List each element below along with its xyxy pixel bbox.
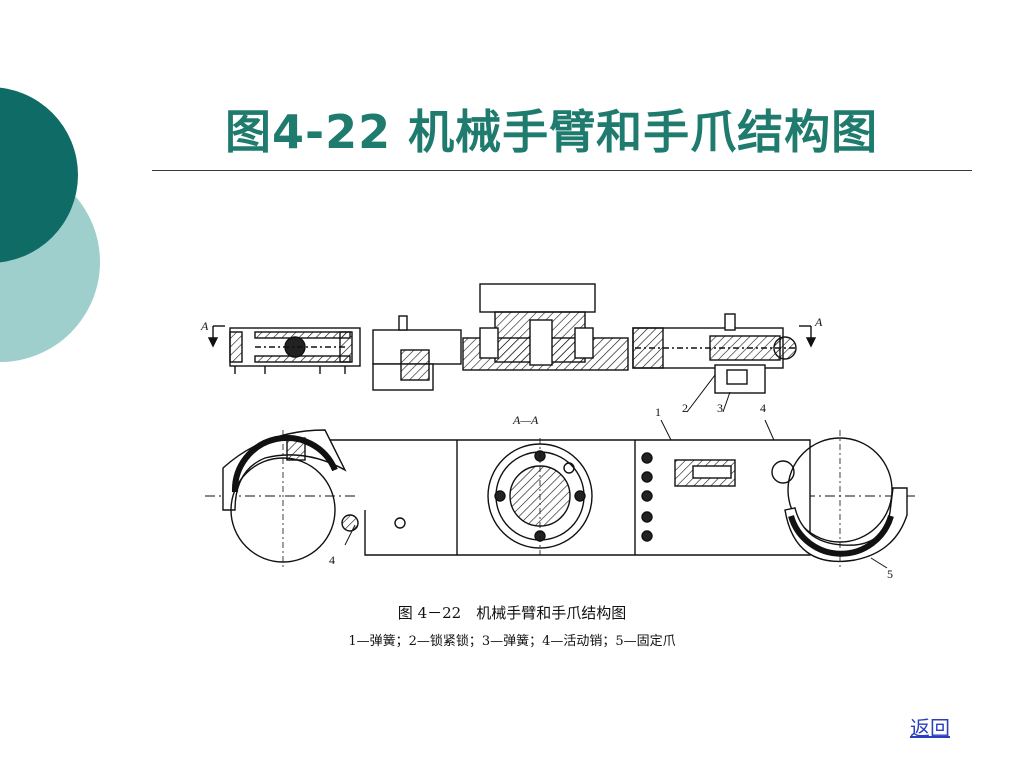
bottom-plan-view bbox=[205, 429, 917, 570]
section-a-left-label: A bbox=[200, 319, 209, 333]
figure-caption: 图 4－22 机械手臂和手爪结构图 bbox=[397, 604, 627, 622]
section-view-label: A—A bbox=[512, 413, 539, 427]
section-a-right-label: A bbox=[814, 315, 823, 329]
part-4-top-label: 4 bbox=[760, 401, 766, 415]
part-5-label: 5 bbox=[887, 567, 893, 581]
figure-legend: 1—弹簧；2—锁紧锁；3—弹簧；4—活动销；5—固定爪 bbox=[348, 634, 676, 649]
part-1-label: 1 bbox=[655, 405, 661, 419]
part-2-label: 2 bbox=[682, 401, 688, 415]
title-divider bbox=[152, 170, 972, 171]
top-section-view bbox=[207, 283, 817, 394]
arm-gripper-drawing: A A A—A 1 2 3 4 4 5 bbox=[200, 283, 917, 581]
slide-title: 图4-22 机械手臂和手爪结构图 bbox=[225, 105, 879, 159]
dark-teal-circle bbox=[0, 87, 78, 263]
part-3-label: 3 bbox=[717, 401, 723, 415]
part-4-bottom-label: 4 bbox=[329, 553, 335, 567]
back-link[interactable]: 返回 bbox=[910, 716, 950, 740]
decorative-circles bbox=[0, 87, 100, 362]
